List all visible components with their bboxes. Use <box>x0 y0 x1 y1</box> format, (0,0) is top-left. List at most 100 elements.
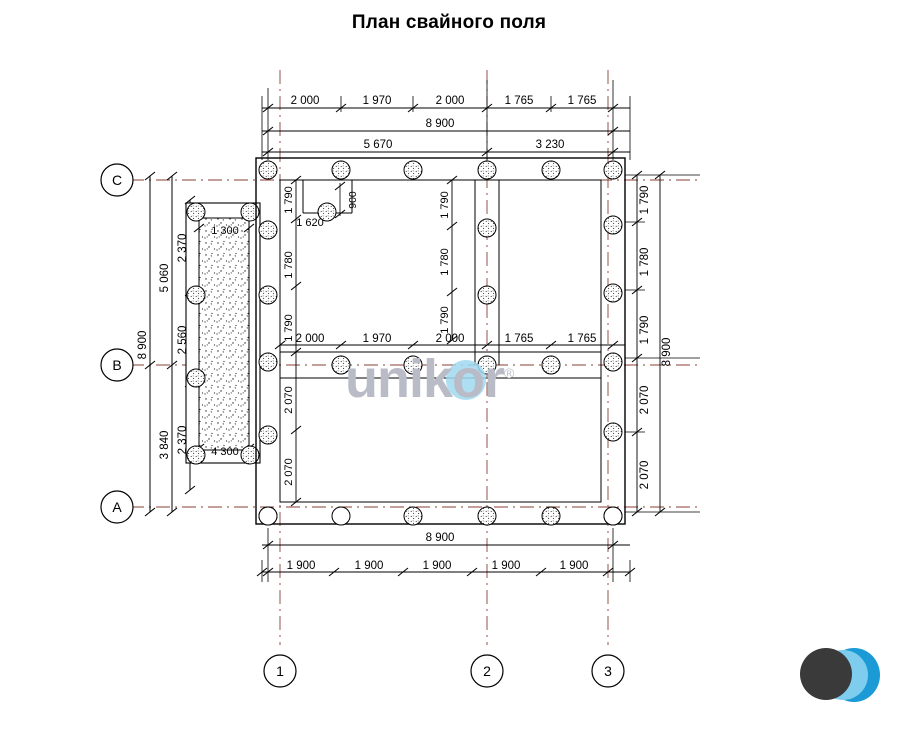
top-extension-lines <box>261 80 631 160</box>
slab-hatch <box>198 217 250 451</box>
dim-right-2: 1 780 <box>639 248 651 277</box>
pile-hatched[interactable] <box>541 160 561 180</box>
watermark-text: unikor® <box>345 352 514 406</box>
axis-label-C: C <box>112 172 122 188</box>
dim-right-1: 1 790 <box>639 186 651 215</box>
pile-hatched[interactable] <box>477 506 497 526</box>
pile-row-top <box>258 160 623 180</box>
bottom-dimension-lines <box>262 544 630 573</box>
pile-hatched[interactable] <box>240 445 260 465</box>
dim-top-split-1: 5 670 <box>364 139 393 151</box>
axis-label-2: 2 <box>483 663 491 679</box>
dim-plan-center-2: 1 780 <box>439 248 451 276</box>
axis-bubble-B[interactable] <box>100 348 134 382</box>
top-dimension-ticks <box>262 103 619 157</box>
pile-hatched[interactable] <box>603 352 623 372</box>
dim-top-5: 1 765 <box>568 95 597 107</box>
axis-label-3: 3 <box>604 663 612 679</box>
dim-left-mid-2: 3 840 <box>159 431 171 460</box>
page-title: План свайного поля <box>351 12 547 33</box>
pile-hatched[interactable] <box>477 160 497 180</box>
axis-label-A: A <box>112 499 122 515</box>
pile-hatched[interactable] <box>258 425 278 445</box>
pile-hatched[interactable] <box>331 160 351 180</box>
axis-bubble-2[interactable] <box>470 654 504 688</box>
dim-right-4: 2 070 <box>639 386 651 415</box>
dim-plan-center-1: 1 790 <box>439 191 451 219</box>
pile-hatched[interactable] <box>240 202 260 222</box>
axis-bubble-1[interactable] <box>263 654 297 688</box>
pile-hatched[interactable] <box>331 355 351 375</box>
dim-plan-center-3: 1 790 <box>439 306 451 334</box>
dim-mid-3: 2 000 <box>436 333 465 345</box>
plan-left-dimension-texts: 1 790 1 780 1 790 2 070 2 070 <box>283 186 295 486</box>
axis-bubble-A[interactable] <box>100 490 134 524</box>
pile-hatched[interactable] <box>258 220 278 240</box>
pile-hatched[interactable] <box>186 368 206 388</box>
pile-hatched[interactable] <box>541 506 561 526</box>
unikor-logo[interactable] <box>800 644 880 706</box>
pile-open[interactable] <box>331 506 351 526</box>
dim-right-3: 1 790 <box>639 316 651 345</box>
niche-dimensions: 900 1 620 <box>296 181 359 229</box>
pile-hatched[interactable] <box>258 352 278 372</box>
dim-bottom-total: 8 900 <box>426 532 455 544</box>
dim-bottom-5: 1 900 <box>560 560 589 572</box>
interior-walls <box>280 180 601 379</box>
dim-plan-left-2: 1 780 <box>283 251 295 279</box>
top-dimension-lines <box>262 107 630 153</box>
pile-row-bottom <box>258 506 623 526</box>
pile-hatched[interactable] <box>317 202 337 222</box>
middle-dimension-texts: 2 000 1 970 2 000 1 765 1 765 <box>296 333 597 345</box>
dim-top-3: 2 000 <box>436 95 465 107</box>
pile-hatched[interactable] <box>477 285 497 305</box>
pile-hatched[interactable] <box>186 202 206 222</box>
pile-hatched[interactable] <box>258 285 278 305</box>
plan-center-dimension-texts: 1 790 1 780 1 790 <box>439 191 451 334</box>
pile-open[interactable] <box>603 506 623 526</box>
dim-mid-4: 1 765 <box>505 333 534 345</box>
dim-slab-top: 1 300 <box>211 225 239 237</box>
watermark-registered-mark: ® <box>504 365 514 381</box>
dim-top-4: 1 765 <box>505 95 534 107</box>
dim-top-split-2: 3 230 <box>536 139 565 151</box>
pile-hatched[interactable] <box>186 285 206 305</box>
pile-hatched[interactable] <box>477 218 497 238</box>
dim-bottom-1: 1 900 <box>287 560 316 572</box>
dim-plan-left-5: 2 070 <box>283 458 295 486</box>
bottom-extension-lines <box>261 528 631 582</box>
dim-mid-2: 1 970 <box>363 333 392 345</box>
pile-column-left <box>258 220 278 526</box>
pile-open[interactable] <box>258 506 278 526</box>
dim-bottom-2: 1 900 <box>355 560 384 572</box>
pile-hatched[interactable] <box>403 506 423 526</box>
axis-label-1: 1 <box>276 663 284 679</box>
pile-hatched[interactable] <box>258 160 278 180</box>
pile-row-middle <box>331 355 561 375</box>
concrete-slab-group: 1 300 4 300 <box>185 202 261 465</box>
dim-left-outer: 8 900 <box>137 331 149 360</box>
dim-right-total: 8 900 <box>661 338 673 367</box>
axis-bubble-C[interactable] <box>100 163 134 197</box>
axis-bubble-3[interactable] <box>591 654 625 688</box>
dim-top-total: 8 900 <box>426 118 455 130</box>
pile-hatched[interactable] <box>541 355 561 375</box>
pile-column-right <box>603 215 623 526</box>
pile-hatched[interactable] <box>603 215 623 235</box>
dim-mid-5: 1 765 <box>568 333 597 345</box>
pile-hatched[interactable] <box>403 355 423 375</box>
dim-plan-left-4: 2 070 <box>283 386 295 414</box>
left-dimension-texts: 8 900 5 060 3 840 2 370 2 560 2 370 <box>137 234 189 460</box>
pile-hatched[interactable] <box>603 160 623 180</box>
dim-mid-1: 2 000 <box>296 333 325 345</box>
dim-plan-left-3: 1 790 <box>283 314 295 342</box>
pile-hatched[interactable] <box>403 160 423 180</box>
pile-hatched[interactable] <box>186 445 206 465</box>
pile-hatched[interactable] <box>603 283 623 303</box>
building-outline <box>255 157 626 525</box>
dim-plan-left-1: 1 790 <box>283 186 295 214</box>
pile-hatched[interactable] <box>603 422 623 442</box>
dim-bottom-4: 1 900 <box>492 560 521 572</box>
right-extension-lines <box>625 174 700 513</box>
